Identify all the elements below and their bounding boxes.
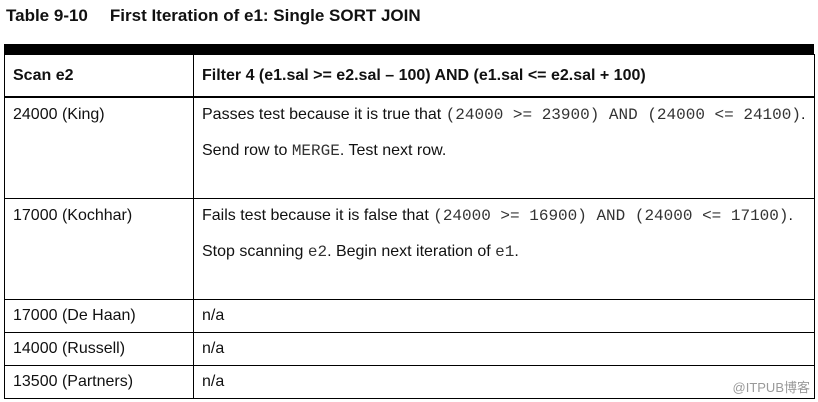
- filter-result-line: Passes test because it is true that (240…: [202, 102, 806, 128]
- condition-code: (24000 >= 16900) AND (24000 <= 17100): [433, 207, 789, 225]
- filter-cell: Passes test because it is true that (240…: [193, 96, 815, 199]
- table-top-rule: [4, 44, 814, 54]
- scan-cell: 14000 (Russell): [4, 332, 194, 366]
- action-text: Stop scanning: [202, 243, 308, 260]
- filter-cell: n/a: [193, 332, 815, 366]
- action-code: MERGE: [291, 142, 340, 160]
- action-code: e2: [307, 243, 328, 261]
- filter-cell: n/a: [193, 299, 815, 333]
- result-text-end: .: [788, 207, 793, 224]
- column-header-filter: Filter 4 (e1.sal >= e2.sal – 100) AND (e…: [193, 54, 815, 98]
- result-text: Passes test because it is true that: [202, 106, 446, 123]
- table-title: First Iteration of e1: Single SORT JOIN: [109, 6, 421, 25]
- scan-cell: 17000 (Kochhar): [4, 198, 194, 300]
- filter-action-line: Send row to MERGE. Test next row.: [202, 138, 806, 164]
- scan-cell: 17000 (De Haan): [4, 299, 194, 333]
- scan-cell: 13500 (Partners): [4, 365, 194, 399]
- table-number: Table 9-10: [6, 6, 88, 25]
- filter-result-line: Fails test because it is false that (240…: [202, 203, 806, 229]
- filter-action-line: Stop scanning e2. Begin next iteration o…: [202, 239, 806, 265]
- table-caption: Table 9-10 First Iteration of e1: Single …: [6, 6, 421, 26]
- condition-code: (24000 >= 23900) AND (24000 <= 24100): [445, 106, 801, 124]
- header-row: Scan e2 Filter 4 (e1.sal >= e2.sal – 100…: [4, 54, 815, 98]
- filter-cell: n/a: [193, 365, 815, 399]
- watermark: @ITPUB博客: [732, 380, 810, 395]
- action-text: Send row to: [202, 142, 292, 159]
- action-text-end: . Test next row.: [339, 142, 447, 159]
- data-table: Scan e2 Filter 4 (e1.sal >= e2.sal – 100…: [4, 54, 815, 399]
- action-text-mid: . Begin next iteration of: [327, 243, 496, 260]
- scan-cell: 24000 (King): [4, 96, 194, 199]
- result-text-end: .: [800, 106, 806, 123]
- table-row: 14000 (Russell) n/a: [4, 332, 815, 366]
- result-text: Fails test because it is false that: [202, 207, 434, 224]
- action-code-2: e1: [495, 243, 515, 261]
- table-row: 13500 (Partners) n/a: [4, 365, 815, 399]
- table-row: 17000 (Kochhar) Fails test because it is…: [4, 198, 815, 300]
- column-header-scan: Scan e2: [4, 54, 194, 98]
- table-row: 24000 (King) Passes test because it is t…: [4, 96, 815, 199]
- action-text-end: .: [514, 243, 519, 260]
- table-row: 17000 (De Haan) n/a: [4, 299, 815, 333]
- filter-cell: Fails test because it is false that (240…: [193, 198, 815, 300]
